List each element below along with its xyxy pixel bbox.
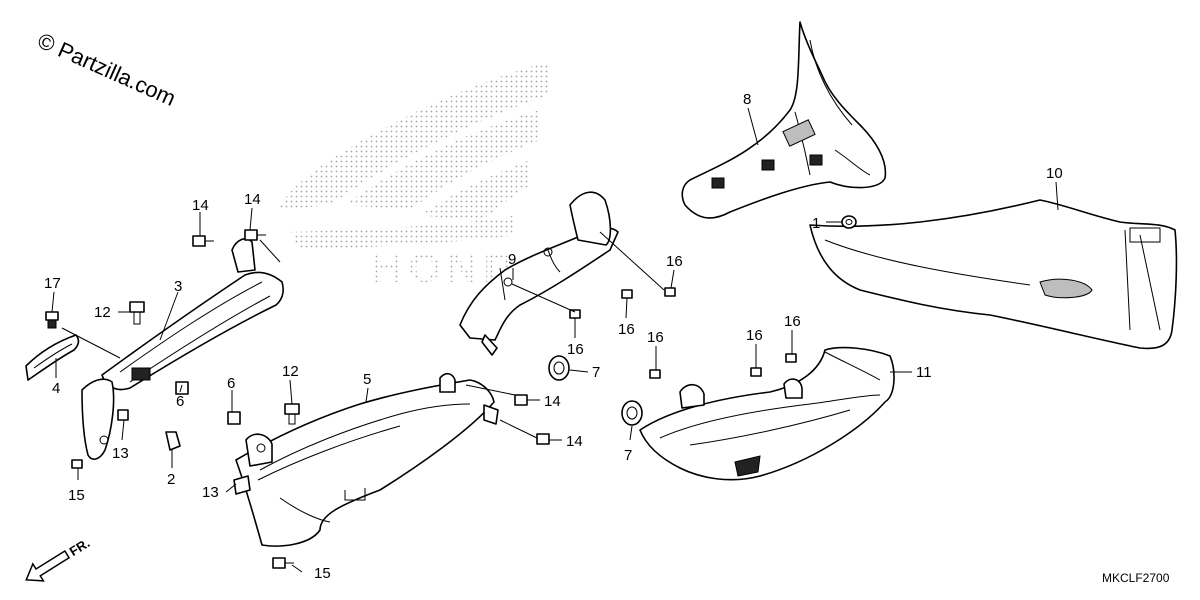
callout-4: 4 [52, 380, 60, 397]
callout-labels: 1 2 3 4 5 6 6 7 7 8 9 10 11 12 12 13 13 … [44, 91, 1063, 582]
arrow-icon [25, 549, 71, 582]
callout-13b: 13 [202, 484, 219, 501]
part-10-side-cover [809, 199, 1178, 350]
part-8-upper-cover [681, 21, 887, 219]
callout-17: 17 [44, 275, 61, 292]
part-11-lower-cover [639, 346, 895, 481]
callout-16f: 16 [784, 313, 801, 330]
callout-6a: 6 [227, 375, 235, 392]
part-7-grommet-upper [548, 355, 570, 381]
part-3-bracket [101, 238, 284, 391]
callout-3: 3 [174, 278, 182, 295]
callout-10: 10 [1046, 165, 1063, 182]
part-lower-bracket [81, 378, 115, 460]
diagram-code: MKCLF2700 [1102, 571, 1170, 585]
honda-wing-logo: HONDA [278, 62, 550, 291]
callout-8: 8 [743, 91, 751, 108]
callout-7a: 7 [592, 364, 600, 381]
callout-14b: 14 [244, 191, 261, 208]
part-5-lower-cover [235, 372, 499, 547]
callout-16e: 16 [746, 327, 763, 344]
callout-16b: 16 [618, 321, 635, 338]
callout-13a: 13 [112, 445, 129, 462]
part-7-grommet-lower [621, 400, 643, 426]
callout-16d: 16 [647, 329, 664, 346]
callout-9: 9 [508, 251, 516, 268]
callout-15a: 15 [68, 487, 85, 504]
front-direction-arrow: FR. [25, 535, 93, 582]
part-4-plate [25, 334, 80, 381]
callout-6b: 6 [176, 393, 184, 410]
callout-14c: 14 [544, 393, 561, 410]
callout-2: 2 [167, 471, 175, 488]
callout-16a: 16 [567, 341, 584, 358]
callout-1: 1 [812, 215, 820, 232]
watermark-text: © Partzilla.com [34, 28, 180, 111]
direction-label: FR. [67, 535, 93, 559]
fasteners [45, 229, 797, 569]
callout-11: 11 [916, 364, 932, 381]
callout-12a: 12 [94, 304, 111, 321]
callout-5: 5 [363, 371, 371, 388]
callout-7b: 7 [624, 447, 632, 464]
callout-14a: 14 [192, 197, 209, 214]
callout-12b: 12 [282, 363, 299, 380]
callout-14d: 14 [566, 433, 583, 450]
part-1-grommet [841, 215, 857, 229]
callout-15b: 15 [314, 565, 331, 582]
callout-16c: 16 [666, 253, 683, 270]
leader-lines [51, 107, 1059, 573]
